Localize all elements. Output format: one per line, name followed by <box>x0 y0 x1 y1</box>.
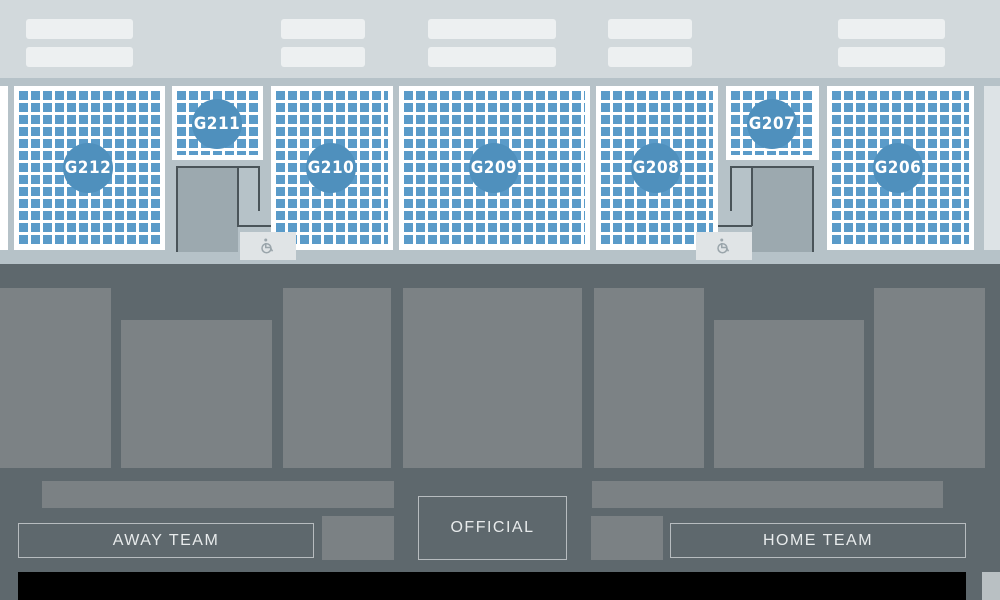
concourse-bar <box>428 47 556 67</box>
concourse-bar <box>428 19 556 39</box>
vomitory-wall <box>730 166 814 168</box>
home-team-area[interactable]: HOME TEAM <box>670 523 966 558</box>
section-label: G210 <box>306 143 356 193</box>
wheelchair-icon[interactable] <box>696 232 752 260</box>
scorer-box-right <box>591 516 663 560</box>
section-edge-left <box>0 86 8 250</box>
section-edge-right <box>984 86 1000 250</box>
vomitory-wall <box>812 166 814 252</box>
section-g210[interactable]: G210 <box>271 86 393 250</box>
floor-block <box>121 320 272 468</box>
vomitory-wall <box>176 166 178 252</box>
floor-block <box>403 288 582 468</box>
concourse-bar <box>838 19 945 39</box>
section-g206[interactable]: G206 <box>827 86 974 250</box>
section-label: G206 <box>873 143 923 193</box>
section-label: G211 <box>192 99 242 149</box>
vomitory-right <box>752 166 814 252</box>
concourse <box>0 0 1000 78</box>
vomitory-wall <box>730 166 732 211</box>
section-label: G212 <box>63 143 113 193</box>
vomitory-left <box>176 166 238 252</box>
section-label: G208 <box>631 143 681 193</box>
away-team-area[interactable]: AWAY TEAM <box>18 523 314 558</box>
bench-away <box>42 481 394 508</box>
section-g208[interactable]: G208 <box>596 86 718 250</box>
vomitory-wall <box>258 166 260 211</box>
court <box>18 572 966 600</box>
section-g209[interactable]: G209 <box>399 86 590 250</box>
wheelchair-icon[interactable] <box>240 232 296 260</box>
concourse-bar <box>281 47 365 67</box>
seating-deck: G212 G211 G210 G209 G208 G207 G206 <box>0 78 1000 264</box>
official-area[interactable]: OFFICIAL <box>418 496 567 560</box>
section-label: G209 <box>469 143 519 193</box>
floor-block <box>714 320 864 468</box>
floor-block <box>594 288 704 468</box>
vomitory-wall <box>690 225 752 227</box>
court-edge <box>982 572 1000 600</box>
floor-block <box>283 288 391 468</box>
scorer-box-left <box>322 516 394 560</box>
vomitory-wall <box>176 166 258 168</box>
concourse-bar <box>26 47 133 67</box>
floor-block <box>874 288 985 468</box>
concourse-bar <box>281 19 365 39</box>
bench-home <box>592 481 943 508</box>
concourse-bar <box>608 19 692 39</box>
vomitory-wall <box>751 166 753 226</box>
section-g207[interactable]: G207 <box>726 86 819 160</box>
concourse-bar <box>838 47 945 67</box>
floor-block <box>0 288 111 468</box>
vomitory-wall <box>237 166 239 226</box>
section-g212[interactable]: G212 <box>14 86 165 250</box>
section-g211[interactable]: G211 <box>172 86 263 160</box>
vomitory-wall <box>237 225 299 227</box>
concourse-bar <box>26 19 133 39</box>
concourse-bar <box>608 47 692 67</box>
section-label: G207 <box>747 99 797 149</box>
